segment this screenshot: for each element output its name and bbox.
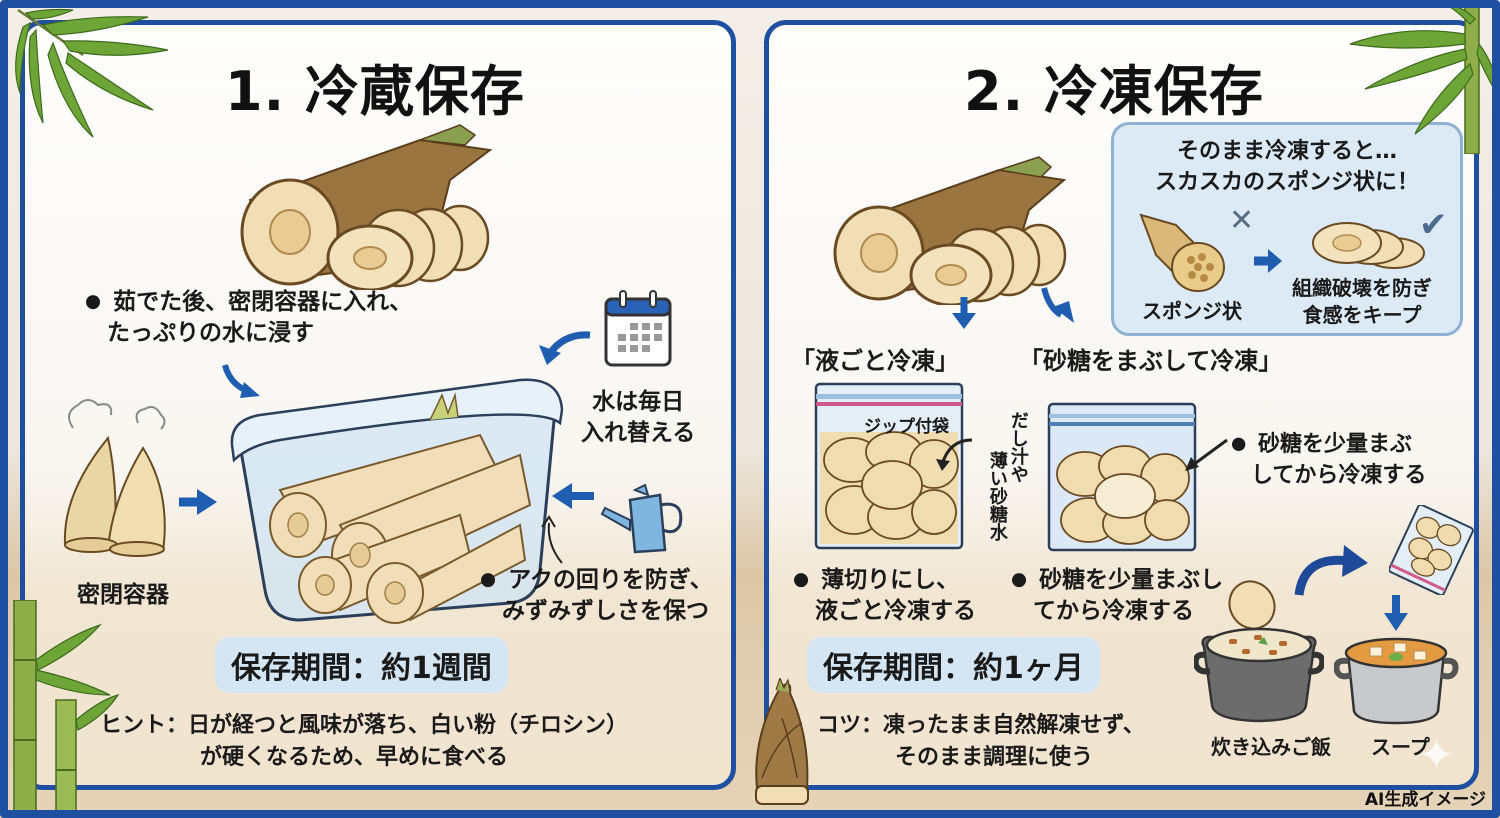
calendar-icon xyxy=(603,289,673,369)
watering-can-icon xyxy=(600,480,690,555)
zip-bag-icon xyxy=(1389,505,1474,595)
cross-icon: ✕ xyxy=(1229,203,1255,238)
bamboo-leaf-icon xyxy=(8,5,168,145)
arrow-icon xyxy=(1381,593,1411,633)
dish-rice-label: 炊き込みご飯 xyxy=(1211,735,1331,759)
bamboo-leaf-icon xyxy=(1345,4,1500,154)
tip-line-2: そのまま調理に使う xyxy=(895,744,1094,770)
method1-line-2: 液ごと冷凍する xyxy=(815,598,976,625)
tip-line-1: 凍ったまま自然解凍せず、 xyxy=(883,713,1145,738)
tip-label: コツ： xyxy=(817,713,884,738)
sliced-bamboo-shoot-icon xyxy=(819,155,1089,305)
hint-text: ヒント：日が経つと風味が落ち、白い粉（チロシン） が硬くなるため、早めに食べる xyxy=(100,710,628,774)
bag-label: ジップ付袋 xyxy=(864,417,949,437)
arrow-icon xyxy=(1252,247,1284,275)
sugar-note-line-1: 砂糖を少量まぶ xyxy=(1258,432,1413,457)
warning-bubble: そのまま冷凍すると… スカスカのスポンジ状に！ ✕ ✔ スポンジ状 組織破壊 xyxy=(1111,122,1463,336)
hint-label: ヒント： xyxy=(100,713,189,738)
calendar-note-line-2: 入れ替える xyxy=(581,420,696,447)
arrow-icon xyxy=(177,487,219,517)
method2-line-2: てから冷凍する xyxy=(1033,598,1194,625)
liquid-note-col1: だし汁や xyxy=(1007,411,1029,483)
arrow-icon xyxy=(1179,435,1229,475)
sliced-bamboo-shoot-icon xyxy=(220,120,510,290)
storage-period-badge: 保存期間：約1週間 xyxy=(215,637,508,693)
storage-period-badge: 保存期間：約1ヶ月 xyxy=(807,637,1100,693)
tip-text: コツ：凍ったまま自然解凍せず、 そのまま調理に使う xyxy=(817,710,1145,774)
arrow-icon xyxy=(537,515,567,565)
benefit-line-2: みずみずしさを保つ xyxy=(502,598,709,625)
refrigeration-panel: 1. 冷蔵保存 茹でた後、密閉容器に入れ、 たっぷりの水に浸す xyxy=(20,20,736,790)
bamboo-leaf-icon xyxy=(0,600,120,818)
bubble-good-line-1: 組織破壊を防ぎ xyxy=(1292,276,1432,300)
freezing-panel: 2. 冷凍保存 そのまま冷凍すると… スカスカのスポンジ状に！ xyxy=(764,20,1479,790)
bamboo-shoot-icon xyxy=(752,678,812,813)
arrow-icon xyxy=(949,295,979,331)
step-line-2: たっぷりの水に浸す xyxy=(107,320,314,347)
container-label: 密閉容器 xyxy=(77,582,169,608)
method1-bullet: 薄切りにし、 液ごと冷凍する xyxy=(793,565,976,627)
method1-line-1: 薄切りにし、 xyxy=(821,567,960,593)
arrow-icon xyxy=(525,325,595,365)
step-instruction: 茹でた後、密閉容器に入れ、 たっぷりの水に浸す xyxy=(85,287,412,349)
bubble-warning-text: そのまま冷凍すると… スカスカのスポンジ状に！ xyxy=(1114,137,1460,199)
freezing-title: 2. 冷凍保存 xyxy=(964,60,1264,123)
sugar-note: 砂糖を少量まぶ してから冷凍する xyxy=(1231,430,1426,492)
sugar-note-line-2: してから冷凍する xyxy=(1251,462,1427,488)
step-line-1: 茹でた後、密閉容器に入れ、 xyxy=(113,289,413,315)
arrow-icon xyxy=(934,435,974,475)
arrow-icon xyxy=(220,360,270,400)
calendar-note: 水は毎日 入れ替える xyxy=(581,387,695,449)
bubble-line-1: そのまま冷凍すると… xyxy=(1176,139,1397,164)
refrigeration-title: 1. 冷蔵保存 xyxy=(225,60,525,123)
method2-bullet: 砂糖を少量まぶし てから冷凍する xyxy=(1011,565,1223,627)
calendar-note-line-1: 水は毎日 xyxy=(592,389,685,415)
hint-line-2: が硬くなるため、早めに食べる xyxy=(200,744,509,770)
bubble-bad-label: スポンジ状 xyxy=(1142,299,1242,323)
bubble-line-2: スカスカのスポンジ状に！ xyxy=(1154,169,1419,195)
bubble-good-line-2: 食感をキープ xyxy=(1302,303,1422,327)
sponge-bamboo-icon xyxy=(1136,205,1231,295)
bamboo-shoot-icon xyxy=(53,393,183,563)
zip-bag-icon xyxy=(814,382,964,552)
arrow-icon xyxy=(1039,283,1084,328)
soup-pot-icon xyxy=(1334,625,1459,725)
benefit-note: アクの回りを防ぎ、 みずみずしさを保つ xyxy=(480,565,713,627)
method2-heading: 「砂糖をまぶして冷凍」 xyxy=(1019,347,1283,375)
container-icon xyxy=(220,365,570,625)
zip-bag-icon xyxy=(1047,402,1197,552)
rice-pot-icon xyxy=(1194,575,1324,725)
method2-line-1: 砂糖を少量まぶし xyxy=(1039,567,1224,593)
check-icon: ✔ xyxy=(1419,205,1448,245)
benefit-line-1: アクの回りを防ぎ、 xyxy=(508,567,713,593)
dish-soup-label: スープ xyxy=(1371,735,1430,759)
method1-heading: 「液ごと冷凍」 xyxy=(791,347,959,375)
arrow-icon xyxy=(550,481,595,511)
arrow-icon xyxy=(1294,543,1369,598)
bubble-good-label: 組織破壊を防ぎ 食感をキープ xyxy=(1292,275,1432,329)
liquid-note-col2: 薄い砂糖水 xyxy=(986,451,1008,541)
sparkle-icon: ✦ xyxy=(1418,730,1455,781)
ai-credit-label: AI生成イメージ xyxy=(1364,790,1486,810)
hint-line-1: 日が経つと風味が落ち、白い粉（チロシン） xyxy=(188,713,629,738)
liquid-note: 薄い砂糖水 だし汁や xyxy=(986,411,1029,541)
bamboo-slices-icon xyxy=(1309,215,1429,275)
